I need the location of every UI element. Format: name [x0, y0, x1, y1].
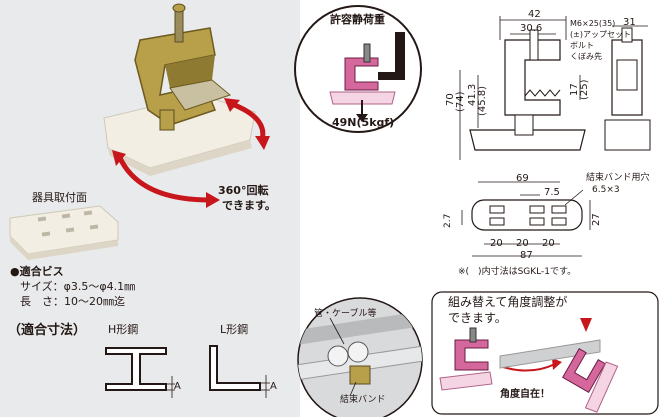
bolt-spec-2: (±)アップセット — [570, 30, 631, 39]
dim-87: 87 — [520, 250, 533, 261]
dim-30-6: 30.6 — [520, 23, 543, 34]
dim-20c: 20 — [542, 238, 555, 249]
mount-face-label: 器具取付面 — [32, 191, 87, 204]
load-title: 許容静荷重 — [330, 13, 385, 26]
h-steel-label: H形鋼 — [108, 323, 139, 336]
mount-face-plate — [9, 205, 119, 260]
product-photo — [103, 3, 270, 208]
rotate-label-2: できます。 — [222, 199, 276, 212]
dim-7-5: 7.5 — [544, 187, 560, 198]
band-hole-label: 結束バンド用穴 — [586, 173, 650, 183]
bolt-spec-3: ボルト — [570, 41, 594, 50]
adjust-title-2: できます。 — [448, 311, 507, 325]
screw-title: ●適合ビス — [10, 265, 64, 278]
pipe-label: 管・ケーブル等 — [314, 309, 377, 319]
h-dim-a: A — [174, 381, 181, 392]
l-steel-label: L形鋼 — [220, 323, 249, 336]
dim-20a: 20 — [490, 238, 503, 249]
screw-length: 長 さ：10～20㎜迄 — [20, 295, 125, 308]
fit-dims-title: （適合寸法） — [8, 323, 87, 338]
load-value: 49N(5kgf) — [332, 116, 395, 129]
dims-note: ※( )内寸法はSGKL-1です。 — [458, 267, 577, 277]
l-dim-a: A — [270, 381, 277, 392]
dim-42: 42 — [528, 9, 541, 20]
angle-label: 角度自在！ — [500, 389, 550, 400]
dim-69: 69 — [516, 173, 529, 184]
bolt-spec-1: M6×25(35) — [570, 19, 616, 28]
steel-profiles — [105, 345, 270, 398]
screw-size: サイズ：φ3.5～φ4.1㎜ — [20, 280, 136, 293]
dim-31: 31 — [623, 17, 636, 28]
rotate-label-1: 360°回転 — [218, 184, 269, 197]
dim-20b: 20 — [516, 238, 529, 249]
band-label: 結束バンド — [340, 395, 386, 405]
adjust-title-1: 組み替えて角度調整が — [448, 295, 568, 309]
band-hole-size: 6.5×3 — [592, 185, 620, 195]
bolt-spec-4: くぼみ先 — [570, 52, 602, 61]
